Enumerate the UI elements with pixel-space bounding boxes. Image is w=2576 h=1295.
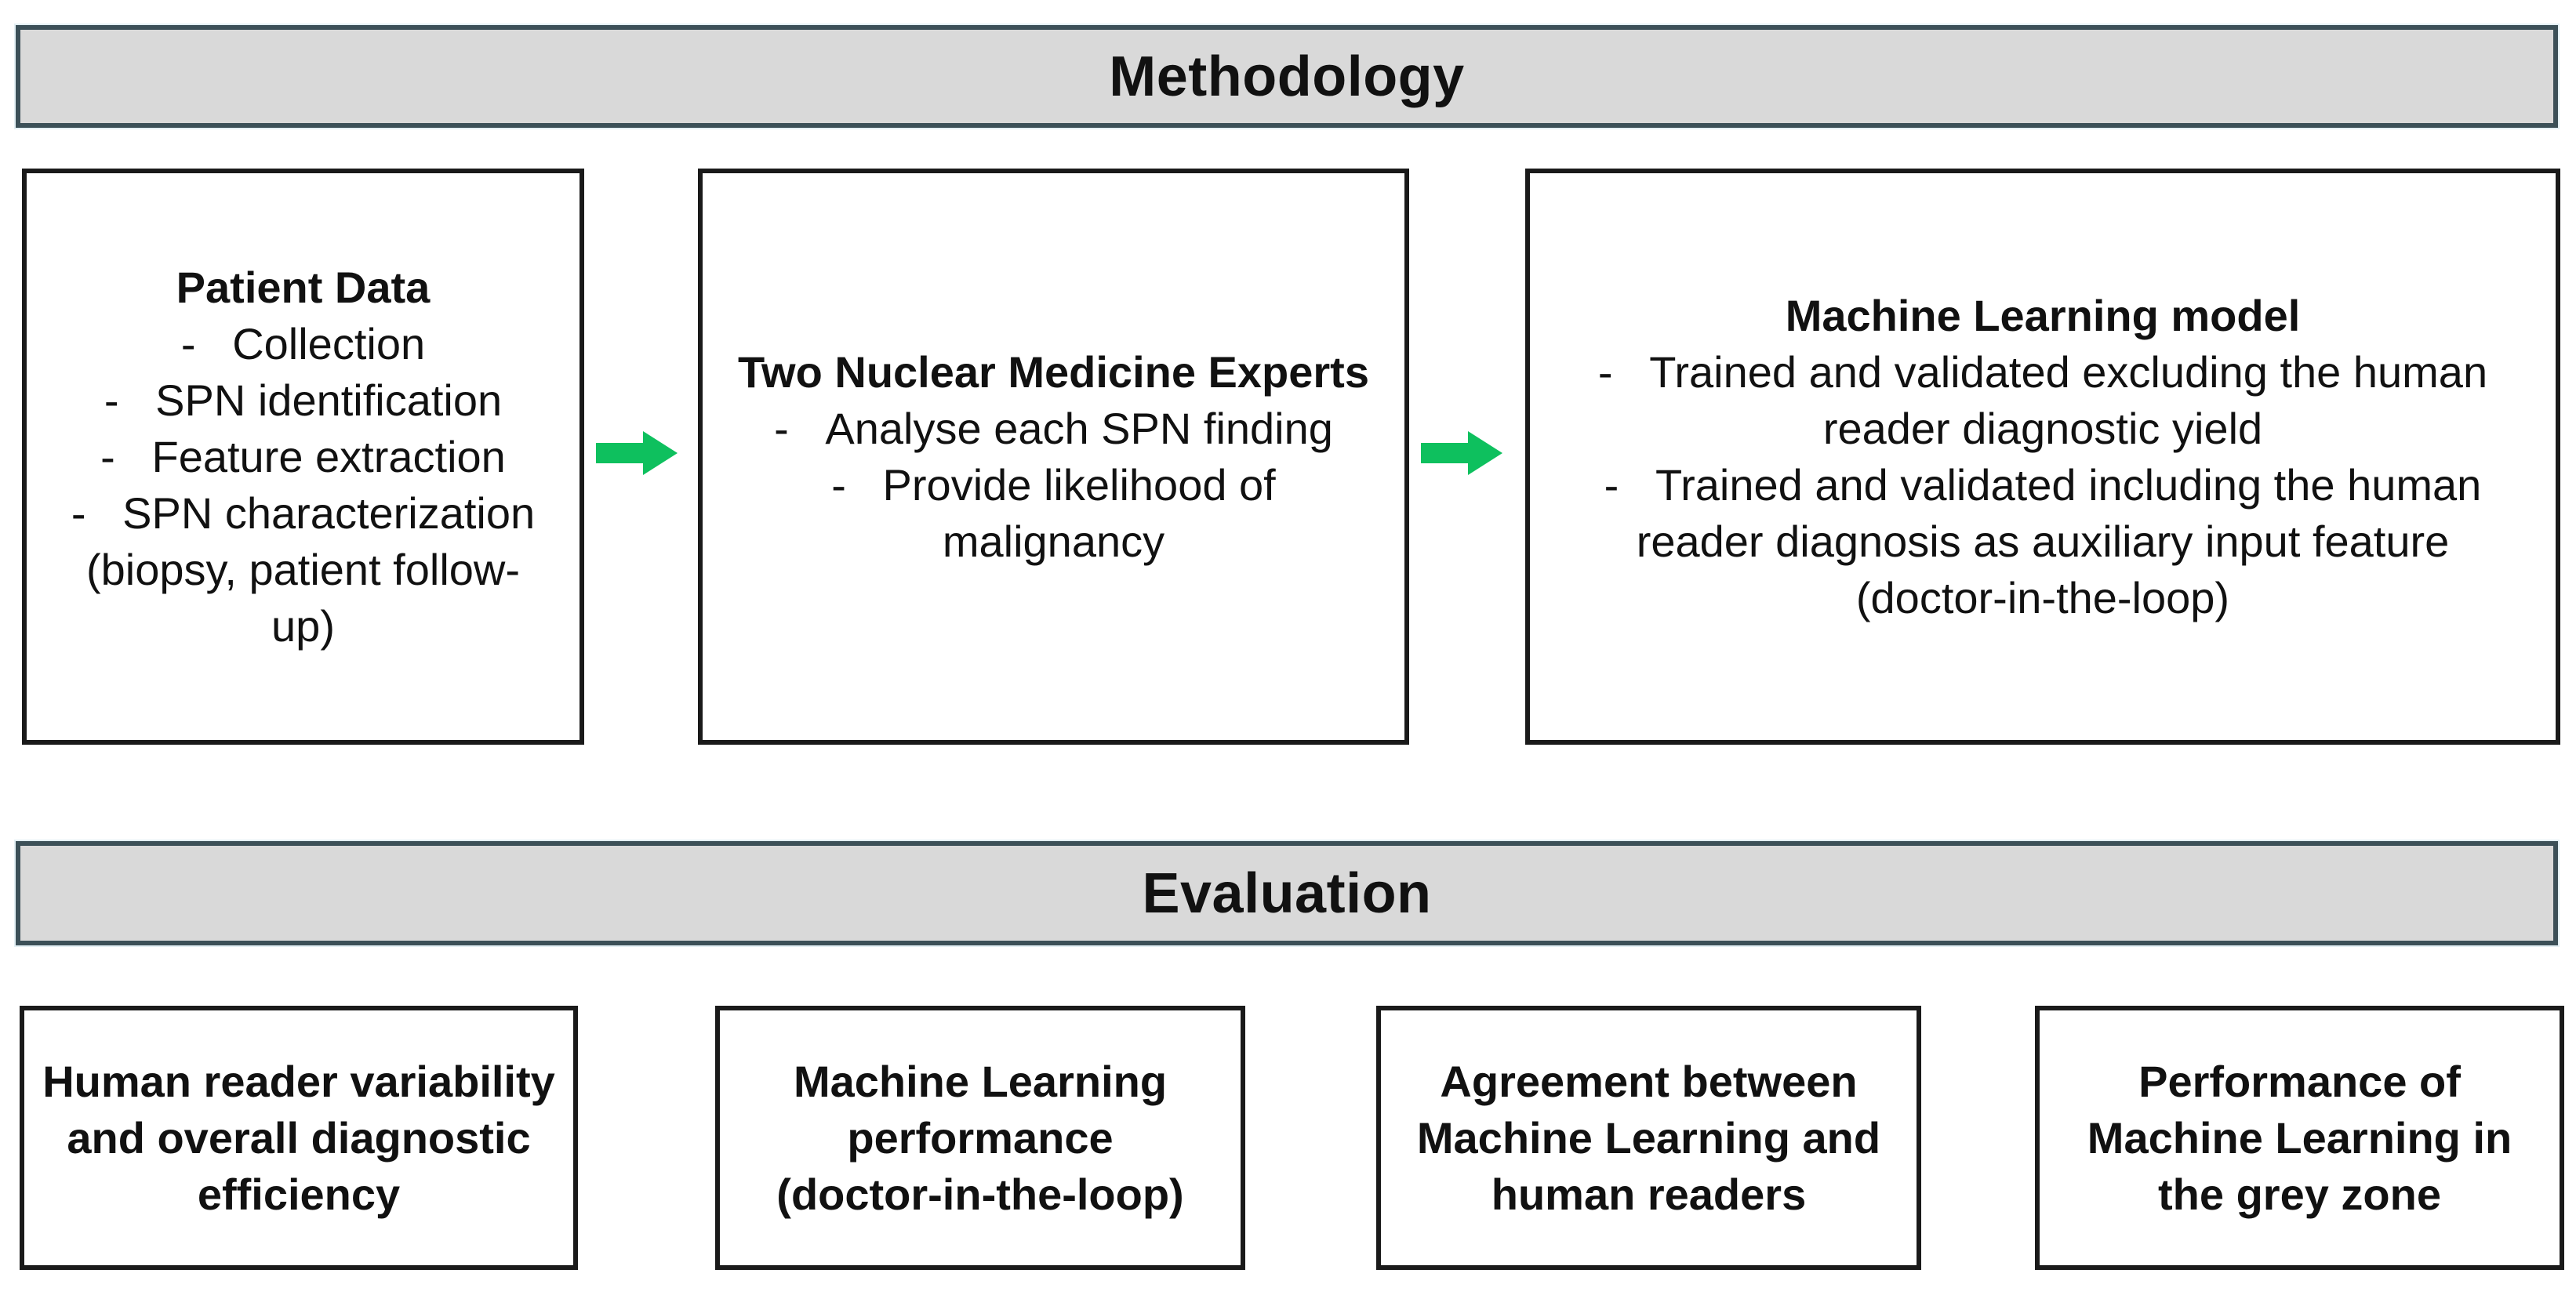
- arrow-right-icon: [1421, 431, 1502, 475]
- grey-zone-performance-box: Performance of Machine Learning in the gre…: [2035, 1006, 2564, 1270]
- text-line: performance: [847, 1112, 1114, 1163]
- patient-data-box: Patient Data - Collection - SPN identific…: [22, 169, 584, 745]
- methodology-banner: Methodology: [16, 25, 2558, 128]
- text-line: Machine Learning and: [1416, 1112, 1881, 1163]
- text-line: Machine Learning: [793, 1056, 1168, 1106]
- arrow-head: [1468, 431, 1502, 475]
- methodology-banner-title: Methodology: [1109, 45, 1465, 108]
- patient-data-lines: - Collection - SPN identification - Featur…: [71, 316, 535, 655]
- text-line: and overall diagnostic: [67, 1112, 531, 1163]
- arrow-head: [643, 431, 678, 475]
- evaluation-banner: Evaluation: [16, 841, 2558, 945]
- text-line: reader diagnosis as auxiliary input feat…: [1636, 516, 2450, 566]
- text-line: - SPN identification: [104, 375, 503, 425]
- text-line: up): [271, 600, 335, 651]
- text-line: Agreement between: [1440, 1056, 1858, 1106]
- machine-learning-model-lines: - Trained and validated excluding the hu…: [1598, 344, 2487, 626]
- text-line: (biopsy, patient follow-: [86, 544, 520, 594]
- nuclear-medicine-experts-title: Two Nuclear Medicine Experts: [738, 346, 1369, 397]
- text-line: - Feature extraction: [100, 431, 506, 481]
- text-line: - Analyse each SPN finding: [774, 403, 1333, 453]
- evaluation-banner-title: Evaluation: [1142, 862, 1432, 925]
- ml-performance-box: Machine Learning performance (doctor-in-th…: [715, 1006, 1245, 1270]
- text-line: efficiency: [197, 1169, 401, 1219]
- text-line: (doctor-in-the-loop): [776, 1169, 1184, 1219]
- nuclear-medicine-experts-box: Two Nuclear Medicine Experts - Analyse e…: [698, 169, 1409, 745]
- patient-data-title: Patient Data: [176, 262, 431, 312]
- machine-learning-model-title: Machine Learning model: [1785, 290, 2301, 340]
- arrow-right-icon: [596, 431, 678, 475]
- text-line: Performance of: [2138, 1056, 2461, 1106]
- machine-learning-model-box: Machine Learning model - Trained and val…: [1525, 169, 2560, 745]
- grey-zone-performance-lines: Performance of Machine Learning in the gre…: [2087, 1054, 2512, 1223]
- text-line: reader diagnostic yield: [1822, 403, 2263, 453]
- text-line: - SPN characterization: [71, 488, 536, 538]
- text-line: the grey zone: [2158, 1169, 2441, 1219]
- text-line: - Collection: [180, 318, 426, 368]
- text-line: - Trained and validated including the hu…: [1604, 459, 2482, 510]
- arrow-shaft: [1421, 443, 1471, 463]
- ml-performance-lines: Machine Learning performance (doctor-in-th…: [776, 1054, 1183, 1223]
- human-reader-variability-lines: Human reader variability and overall diag…: [42, 1054, 555, 1223]
- text-line: human readers: [1491, 1169, 1807, 1219]
- text-line: Machine Learning in: [2087, 1112, 2512, 1163]
- text-line: (doctor-in-the-loop): [1855, 572, 2230, 622]
- text-line: Human reader variability: [42, 1056, 555, 1106]
- nuclear-medicine-experts-lines: - Analyse each SPN finding - Provide like…: [774, 401, 1333, 570]
- arrow-shaft: [596, 443, 646, 463]
- text-line: - Provide likelihood of: [831, 459, 1276, 510]
- human-reader-variability-box: Human reader variability and overall diag…: [20, 1006, 578, 1270]
- text-line: malignancy: [942, 516, 1165, 566]
- text-line: - Trained and validated excluding the hu…: [1597, 346, 2488, 397]
